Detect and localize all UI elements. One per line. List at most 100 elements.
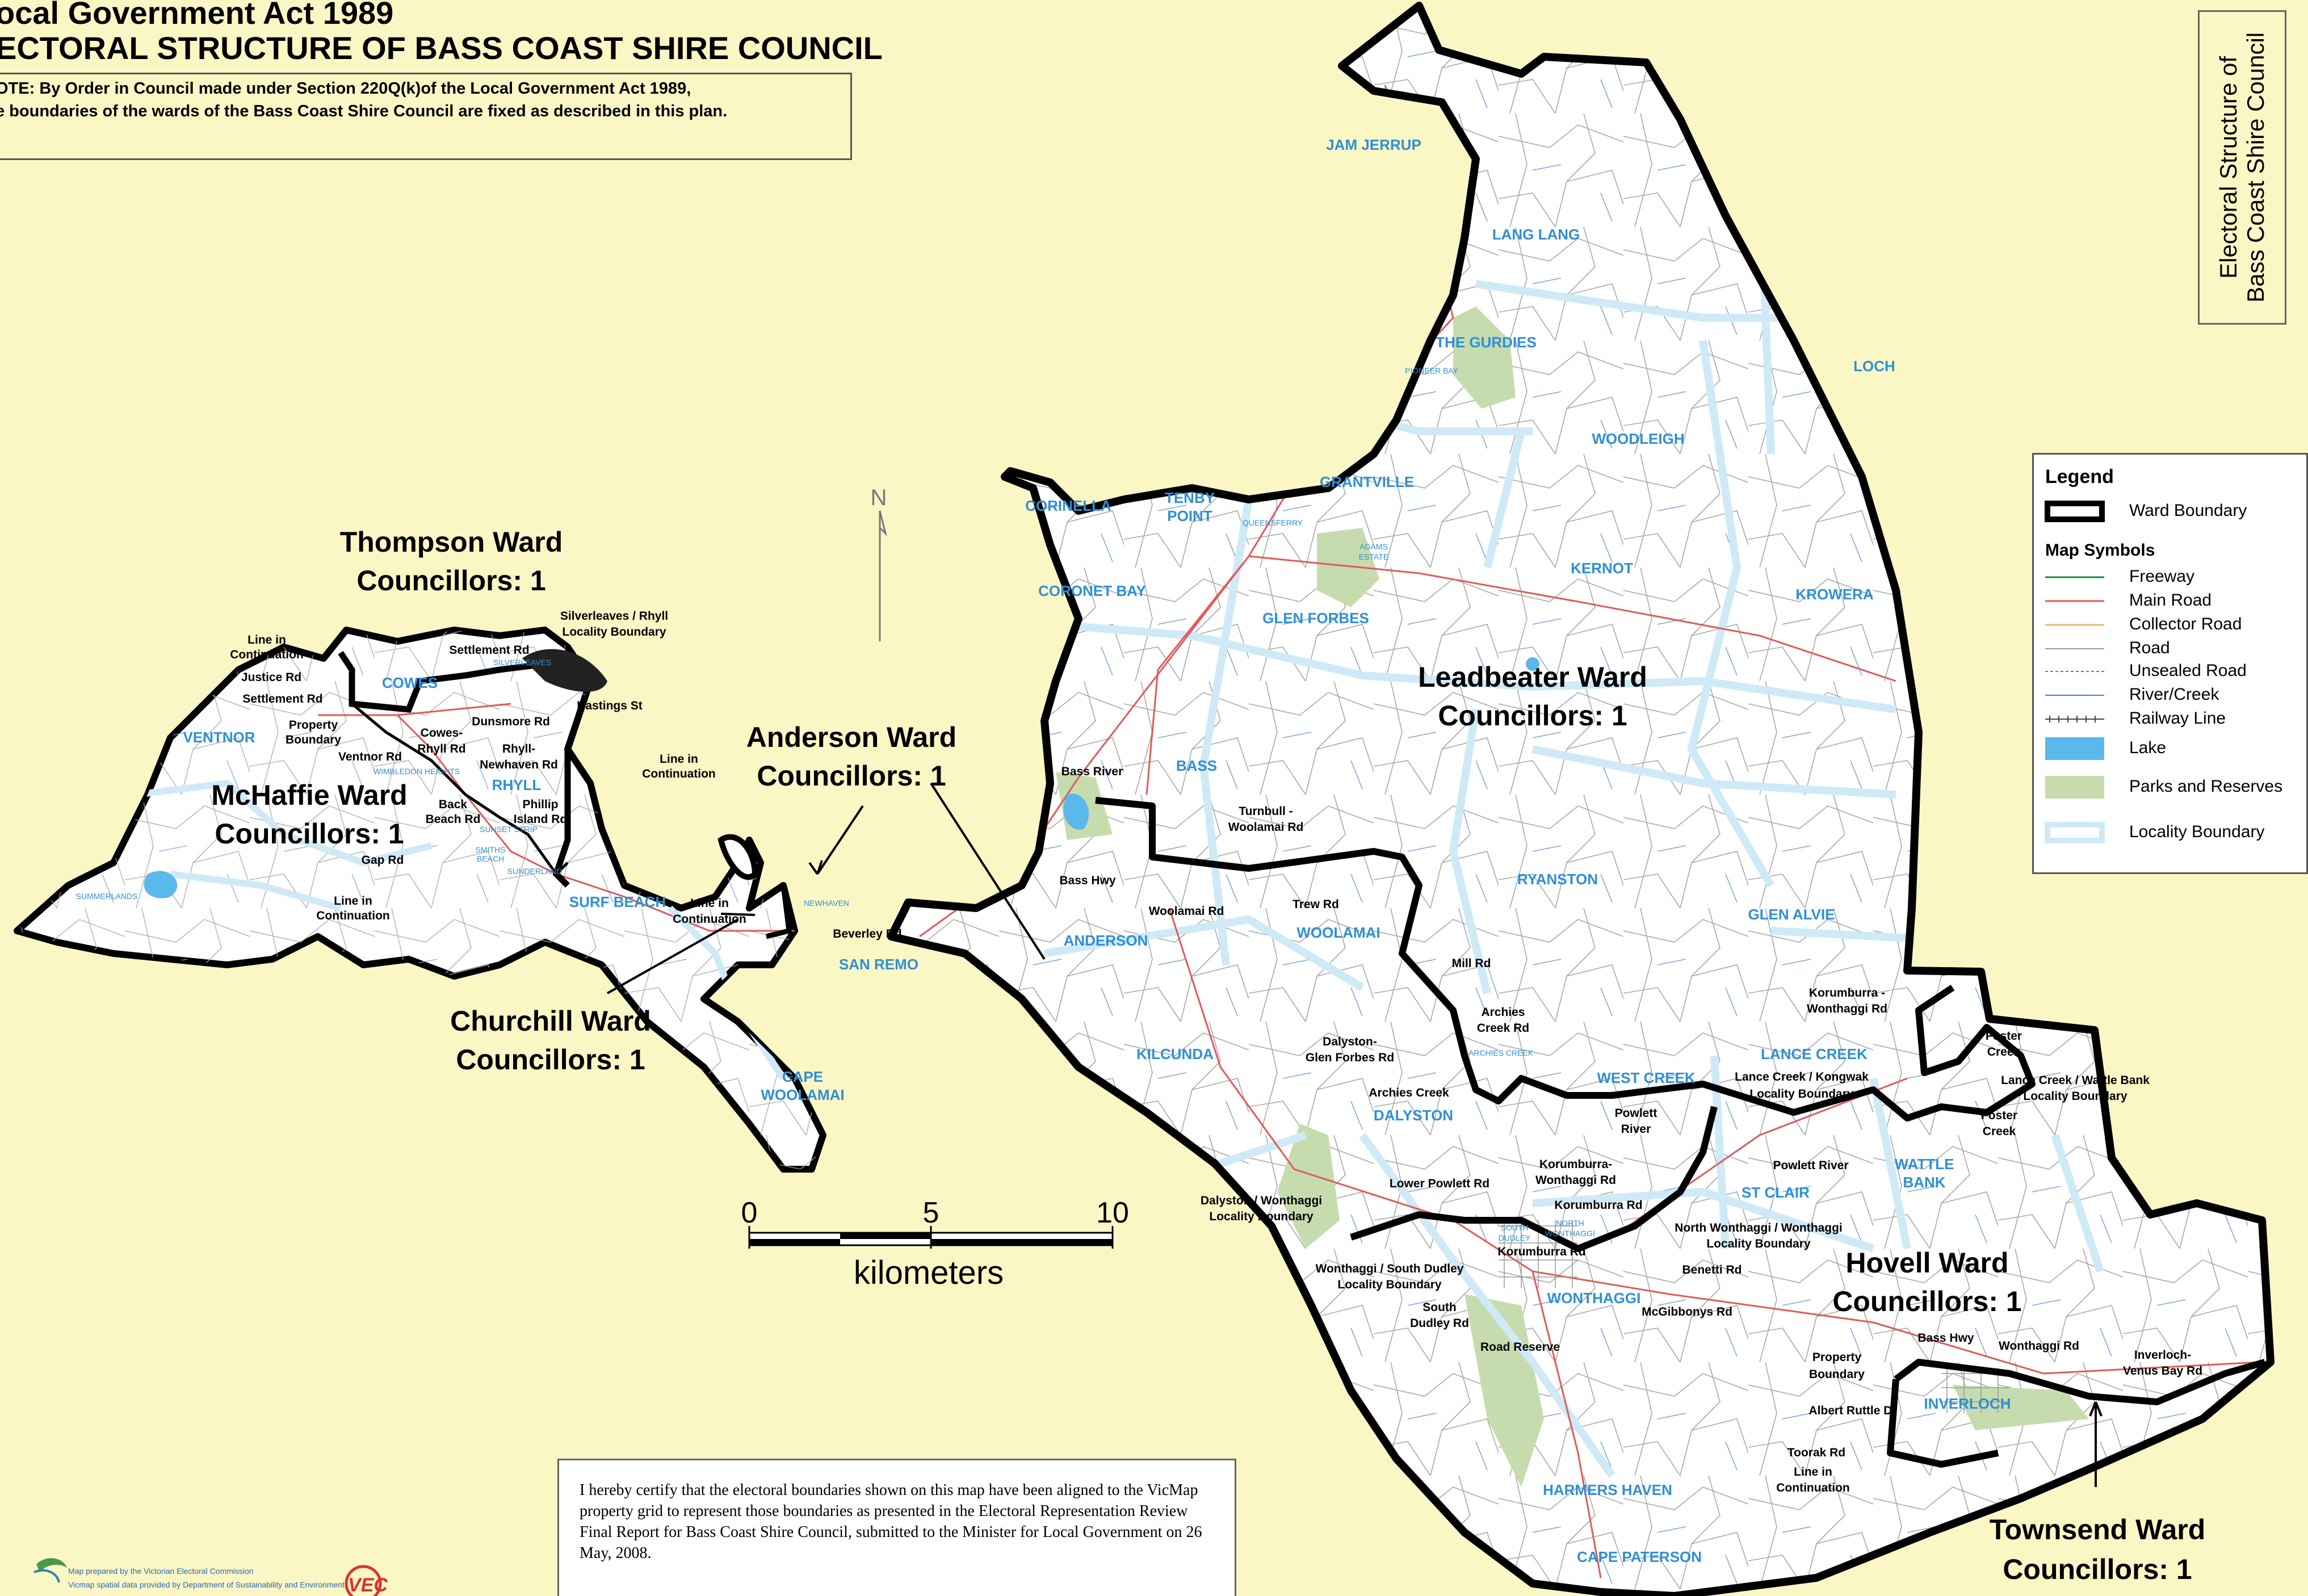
scale-0: 0 (741, 1196, 758, 1229)
internal-ward-boundaries (1095, 797, 2266, 1468)
header-line-1: ocal Government Act 1989 (0, 0, 394, 31)
ann-lance-wattle-1: Lance Creek / Wattle Bank (2001, 1074, 2150, 1087)
ann-settlement-rd-2: Settlement Rd (449, 644, 529, 657)
north-letter: N (871, 485, 887, 510)
townsend-ward-name: Townsend Ward (1990, 1514, 2206, 1545)
legend-river-creek: River/Creek (2044, 684, 2305, 707)
legend-railway-label: Railway Line (2129, 709, 2226, 728)
loc-cowes: COWES (382, 674, 438, 691)
loc-ventnor: VENTNOR (183, 729, 255, 746)
loc-coronet-bay: CORONET BAY (1038, 582, 1146, 599)
dse-logo-icon (33, 1558, 67, 1583)
loc-woolamai: WOOLAMAI (1296, 924, 1380, 941)
loc-kernot: KERNOT (1571, 560, 1633, 577)
ann-back-beach-2: Beach Rd (426, 813, 481, 826)
credit-line-1: Map prepared by the Victorian Electoral … (68, 1566, 254, 1576)
loc-loch: LOCH (1853, 358, 1895, 375)
ann-foster-creek-1b: Creek (1987, 1045, 2021, 1059)
loc-dalyston: DALYSTON (1374, 1107, 1453, 1124)
loc-glen-alvie: GLEN ALVIE (1748, 906, 1835, 923)
ann-continuation-3: Continuation (316, 909, 389, 922)
legend-road-label: Road (2129, 639, 2170, 657)
hovell-ward-name: Hovell Ward (1845, 1247, 2008, 1279)
ann-powlett-river-1: Powlett (1615, 1107, 1657, 1120)
ann-cowes-rhyll-2: Rhyll Rd (417, 742, 465, 755)
river-swatch (2045, 695, 2104, 696)
ann-cowes-rhyll-1: Cowes- (421, 726, 463, 740)
ann-foster-creek-2a: Foster (1981, 1109, 2017, 1122)
collector-road-swatch (2045, 624, 2104, 626)
side-title-text: Electoral Structure of Bass Coast Shire … (2215, 32, 2269, 303)
ann-archies-creek-rd-1: Archies (1481, 1006, 1525, 1019)
ann-rhyll-newhaven-1: Rhyll- (502, 742, 535, 755)
ann-turnbull-1: Turnbull - (1239, 805, 1293, 818)
legend-unsealed-road-label: Unsealed Road (2129, 661, 2247, 680)
anderson-ward-name: Anderson Ward (746, 721, 956, 753)
ann-trew-rd: Trew Rd (1293, 898, 1339, 911)
ann-boundary: Boundary (286, 733, 341, 746)
scale-bar (748, 1226, 1114, 1249)
loc-inverloch: INVERLOCH (1924, 1395, 2011, 1412)
ann-korumburra-rd: Korumburra Rd (1554, 1199, 1642, 1212)
small-newhaven: NEWHAVEN (804, 898, 849, 908)
ann-continuation-1: Continuation (230, 648, 303, 661)
ann-kw-rd-2: Wonthaggi Rd (1535, 1174, 1616, 1187)
ann-line-in-4: Line in (690, 897, 729, 910)
road-swatch (2045, 648, 2104, 649)
ann-property-2: Property (1812, 1351, 1862, 1364)
locality-swatch (2045, 822, 2105, 843)
ann-lance-kongwak-2: Locality Boundary (1749, 1087, 1854, 1101)
loc-anderson: ANDERSON (1064, 932, 1148, 949)
legend-main-road: Main Road (2044, 590, 2305, 612)
ann-beverley-rd: Beverley Rd (833, 927, 901, 940)
legend-lake-label: Lake (2129, 738, 2167, 757)
ann-road-reserve: Road Reserve (1480, 1341, 1560, 1354)
churchill-ward-councillors: Councillors: 1 (456, 1044, 645, 1076)
ann-lance-wattle-2: Locality Boundary (2023, 1090, 2127, 1103)
ann-albert-ruttle-dr: Albert Ruttle Dr (1808, 1404, 1896, 1417)
legend-title: Legend (2045, 466, 2114, 488)
small-sunset-strip: SUNSET STRIP (480, 825, 538, 834)
loc-point: POINT (1167, 507, 1212, 524)
ann-rhyll-newhaven-2: Newhaven Rd (480, 758, 558, 771)
legend-lake: Lake (2044, 737, 2305, 760)
loc-jam-jerrup: JAM JERRUP (1326, 136, 1421, 153)
ann-powlett-river-3: Powlett River (1773, 1159, 1848, 1172)
ann-lower-powlett-rd: Lower Powlett Rd (1390, 1177, 1489, 1190)
ann-dalyston-gf-1: Dalyston- (1323, 1035, 1377, 1048)
loc-kilcunda: KILCUNDA (1136, 1045, 1214, 1062)
ann-justice-rd: Justice Rd (241, 671, 301, 684)
ann-dunsmore-rd: Dunsmore Rd (472, 715, 550, 728)
parks-swatch (2045, 776, 2104, 799)
loc-corinella: CORINELLA (1025, 497, 1111, 514)
loc-the-gurdies: THE GURDIES (1436, 334, 1537, 351)
note-line-1: OTE: By Order in Council made under Sect… (0, 79, 691, 98)
ann-turnbull-2: Woolamai Rd (1228, 821, 1304, 834)
mchaffie-ward-councillors: Councillors: 1 (215, 818, 404, 850)
credit-line-2: Vicmap spatial data provided by Departme… (68, 1580, 345, 1589)
leadbeater-ward-councillors: Councillors: 1 (1438, 700, 1627, 732)
hovell-ward-councillors: Councillors: 1 (1832, 1286, 2021, 1317)
north-arrow (879, 510, 887, 641)
small-silverleaves: SILVERLEAVES (493, 658, 551, 667)
ann-line-in-5: Line in (1794, 1465, 1832, 1479)
small-estate: ESTATE (1359, 552, 1388, 561)
certification-box: I hereby certify that the electoral boun… (557, 1459, 1236, 1596)
ann-line-in-1: Line in (247, 633, 286, 646)
header-line-2: ECTORAL STRUCTURE OF BASS COAST SHIRE CO… (0, 30, 883, 66)
ann-benetti-rd: Benetti Rd (1682, 1263, 1742, 1276)
loc-lang-lang: LANG LANG (1492, 226, 1580, 243)
ann-powlett-river-2: River (1621, 1123, 1651, 1136)
ann-woolamai-rd: Woolamai Rd (1149, 905, 1224, 918)
ann-korumburra-wonthaggi-1: Korumburra - (1809, 986, 1885, 999)
ann-boundary-2: Boundary (1809, 1368, 1865, 1381)
churchill-ward-name: Churchill Ward (450, 1005, 651, 1037)
legend-freeway-label: Freeway (2129, 567, 2195, 586)
legend-main-road-label: Main Road (2129, 591, 2212, 610)
legend-collector-road: Collector Road (2044, 614, 2305, 636)
loc-lance-creek: LANCE CREEK (1761, 1045, 1868, 1062)
ann-continuation-5: Continuation (1776, 1481, 1849, 1494)
ann-archies-creek: Archies Creek (1369, 1086, 1449, 1099)
